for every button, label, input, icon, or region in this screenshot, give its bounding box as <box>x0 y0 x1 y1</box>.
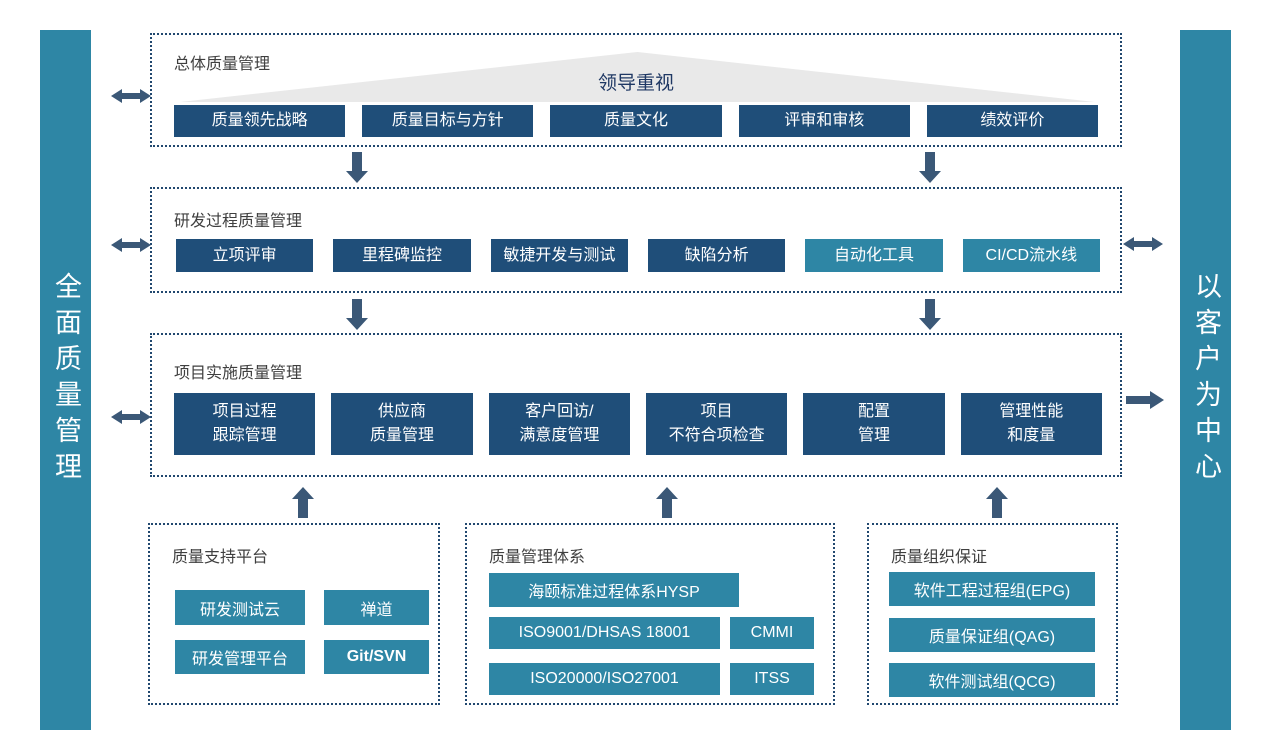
section-overall-quality: 总体质量管理 领导重视 质量领先战略 质量目标与方针 质量文化 评审和审核 绩效… <box>150 33 1122 147</box>
chip-milestone-monitoring: 里程碑监控 <box>333 239 471 272</box>
chip-quality-goals: 质量目标与方针 <box>362 105 534 137</box>
chip-itss: ITSS <box>730 663 814 695</box>
chip-quality-strategy: 质量领先战略 <box>174 105 346 137</box>
chip-cmmi: CMMI <box>730 617 814 649</box>
down-arrow-icon <box>346 299 368 330</box>
chip-iso20000: ISO20000/ISO27001 <box>489 663 720 695</box>
down-arrow-icon <box>346 152 368 183</box>
double-arrow-icon <box>111 407 151 427</box>
chip-automation-tools: 自动化工具 <box>805 239 943 272</box>
down-arrow-icon <box>919 299 941 330</box>
box-title: 质量组织保证 <box>891 549 988 566</box>
box-quality-organization: 质量组织保证 软件工程过程组(EPG) 质量保证组(QAG) 软件测试组(QCG… <box>867 523 1118 705</box>
left-banner: 全面质量管理 <box>40 30 91 730</box>
chip-hysp: 海颐标准过程体系HYSP <box>489 573 739 607</box>
box-title: 质量支持平台 <box>172 549 269 566</box>
up-arrow-icon <box>656 487 678 518</box>
chip-defect-analysis: 缺陷分析 <box>647 239 786 272</box>
box-title: 质量管理体系 <box>489 549 586 566</box>
chip-rd-test-cloud: 研发测试云 <box>175 590 305 625</box>
double-arrow-icon <box>111 86 151 106</box>
section-rd-process: 研发过程质量管理 立项评审 里程碑监控 敏捷开发与测试 缺陷分析 自动化工具 C… <box>150 187 1122 293</box>
chip-customer-visit: 客户回访/ 满意度管理 <box>488 393 630 455</box>
left-banner-text: 全面质量管理 <box>51 272 81 488</box>
overall-items-row: 质量领先战略 质量目标与方针 质量文化 评审和审核 绩效评价 <box>174 105 1099 137</box>
chip-cicd-pipeline: CI/CD流水线 <box>962 239 1100 272</box>
up-arrow-icon <box>292 487 314 518</box>
chip-review-audit: 评审和审核 <box>738 105 910 137</box>
box-quality-mgmt-system: 质量管理体系 海颐标准过程体系HYSP ISO9001/DHSAS 18001 … <box>465 523 835 705</box>
chip-project-initiation-review: 立项评审 <box>176 239 314 272</box>
chip-supplier-quality: 供应商 质量管理 <box>331 393 473 455</box>
down-arrow-icon <box>919 152 941 183</box>
right-banner-text: 以客户为中心 <box>1191 272 1221 488</box>
chip-iso9001: ISO9001/DHSAS 18001 <box>489 617 720 649</box>
chip-rd-mgmt-platform: 研发管理平台 <box>175 640 305 674</box>
chip-git-svn: Git/SVN <box>324 640 429 674</box>
leadership-label: 领导重视 <box>597 73 674 94</box>
section-project-implementation: 项目实施质量管理 项目过程 跟踪管理 供应商 质量管理 客户回访/ 满意度管理 … <box>150 333 1122 477</box>
box-quality-support-platform: 质量支持平台 研发测试云 禅道 研发管理平台 Git/SVN <box>148 523 440 705</box>
section-title: 项目实施质量管理 <box>174 365 303 382</box>
right-arrow-icon <box>1126 390 1164 410</box>
chip-zentao: 禅道 <box>324 590 429 625</box>
chip-agile-dev-test: 敏捷开发与测试 <box>490 239 628 272</box>
chip-qcg: 软件测试组(QCG) <box>889 663 1095 697</box>
double-arrow-icon <box>111 235 151 255</box>
chip-epg: 软件工程过程组(EPG) <box>889 572 1095 606</box>
chip-configuration-mgmt: 配置 管理 <box>803 393 945 455</box>
chip-qag: 质量保证组(QAG) <box>889 618 1095 652</box>
project-items-row: 项目过程 跟踪管理 供应商 质量管理 客户回访/ 满意度管理 项目 不符合项检查… <box>174 393 1102 455</box>
double-arrow-icon <box>1123 234 1163 254</box>
chip-nonconformity-check: 项目 不符合项检查 <box>645 393 788 455</box>
chip-project-tracking: 项目过程 跟踪管理 <box>174 393 316 455</box>
chip-performance-eval: 绩效评价 <box>926 105 1099 137</box>
up-arrow-icon <box>986 487 1008 518</box>
chip-performance-measure: 管理性能 和度量 <box>960 393 1102 455</box>
section-title: 研发过程质量管理 <box>174 213 303 230</box>
section-title: 总体质量管理 <box>174 56 271 73</box>
chip-quality-culture: 质量文化 <box>550 105 722 137</box>
right-banner: 以客户为中心 <box>1180 30 1231 730</box>
rd-items-row: 立项评审 里程碑监控 敏捷开发与测试 缺陷分析 自动化工具 CI/CD流水线 <box>176 239 1100 272</box>
